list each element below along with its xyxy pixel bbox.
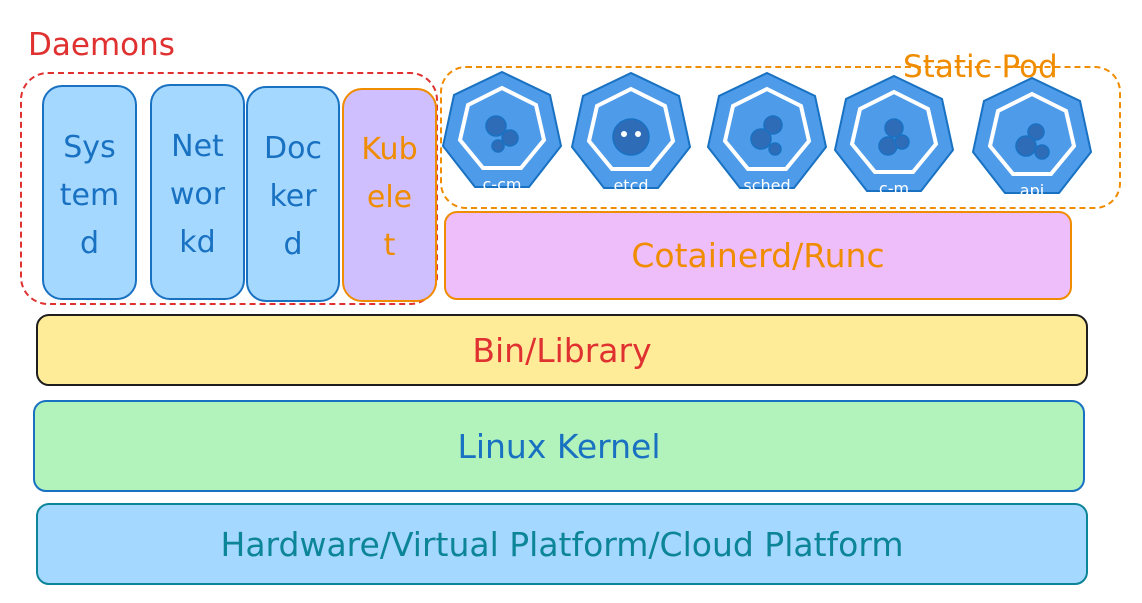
static-pod-api: api: [971, 76, 1093, 200]
static-pod-api-label: api: [1020, 181, 1044, 200]
daemon-networkd-label: Net wor kd: [169, 129, 226, 260]
static-pod-c-cm: c-cm: [441, 70, 563, 194]
hardware-platform-label: Hardware/Virtual Platform/Cloud Platform: [220, 524, 904, 564]
daemon-kubelet: Kub ele t: [342, 88, 437, 302]
static-pod-c-m: c-m: [833, 74, 955, 198]
static-pod-group-frame: [440, 66, 1121, 209]
static-pod-sched: sched: [706, 71, 828, 195]
container-runtime-label: Cotainerd/Runc: [631, 236, 885, 275]
daemon-dockerd-label: Doc ker d: [264, 131, 322, 262]
linux-kernel-layer: Linux Kernel: [33, 400, 1085, 492]
daemons-group-label: Daemons: [28, 27, 175, 63]
k8s-component-icon: [971, 76, 1093, 194]
daemon-systemd: Sys tem d: [42, 85, 137, 300]
k8s-component-icon: [706, 71, 828, 189]
static-pod-etcd-label: etcd: [613, 176, 648, 195]
static-pod-c-m-label: c-m: [879, 179, 909, 198]
daemon-systemd-label: Sys tem d: [59, 129, 120, 261]
bin-library-label: Bin/Library: [472, 330, 652, 370]
static-pod-sched-label: sched: [743, 176, 790, 195]
static-pod-etcd: etcd: [570, 71, 692, 195]
daemon-networkd: Net wor kd: [150, 84, 245, 300]
daemon-kubelet-label: Kub ele t: [361, 132, 418, 263]
container-runtime-layer: Cotainerd/Runc: [444, 211, 1072, 300]
static-pod-c-cm-label: c-cm: [483, 175, 522, 194]
hardware-platform-layer: Hardware/Virtual Platform/Cloud Platform: [36, 503, 1088, 585]
k8s-component-icon: [441, 70, 563, 188]
linux-kernel-label: Linux Kernel: [457, 426, 661, 466]
daemon-dockerd: Doc ker d: [246, 86, 340, 302]
k8s-etcd-icon: [570, 71, 692, 189]
bin-library-layer: Bin/Library: [36, 314, 1088, 386]
k8s-component-icon: [833, 74, 955, 192]
daemons-group-frame: [20, 72, 438, 305]
